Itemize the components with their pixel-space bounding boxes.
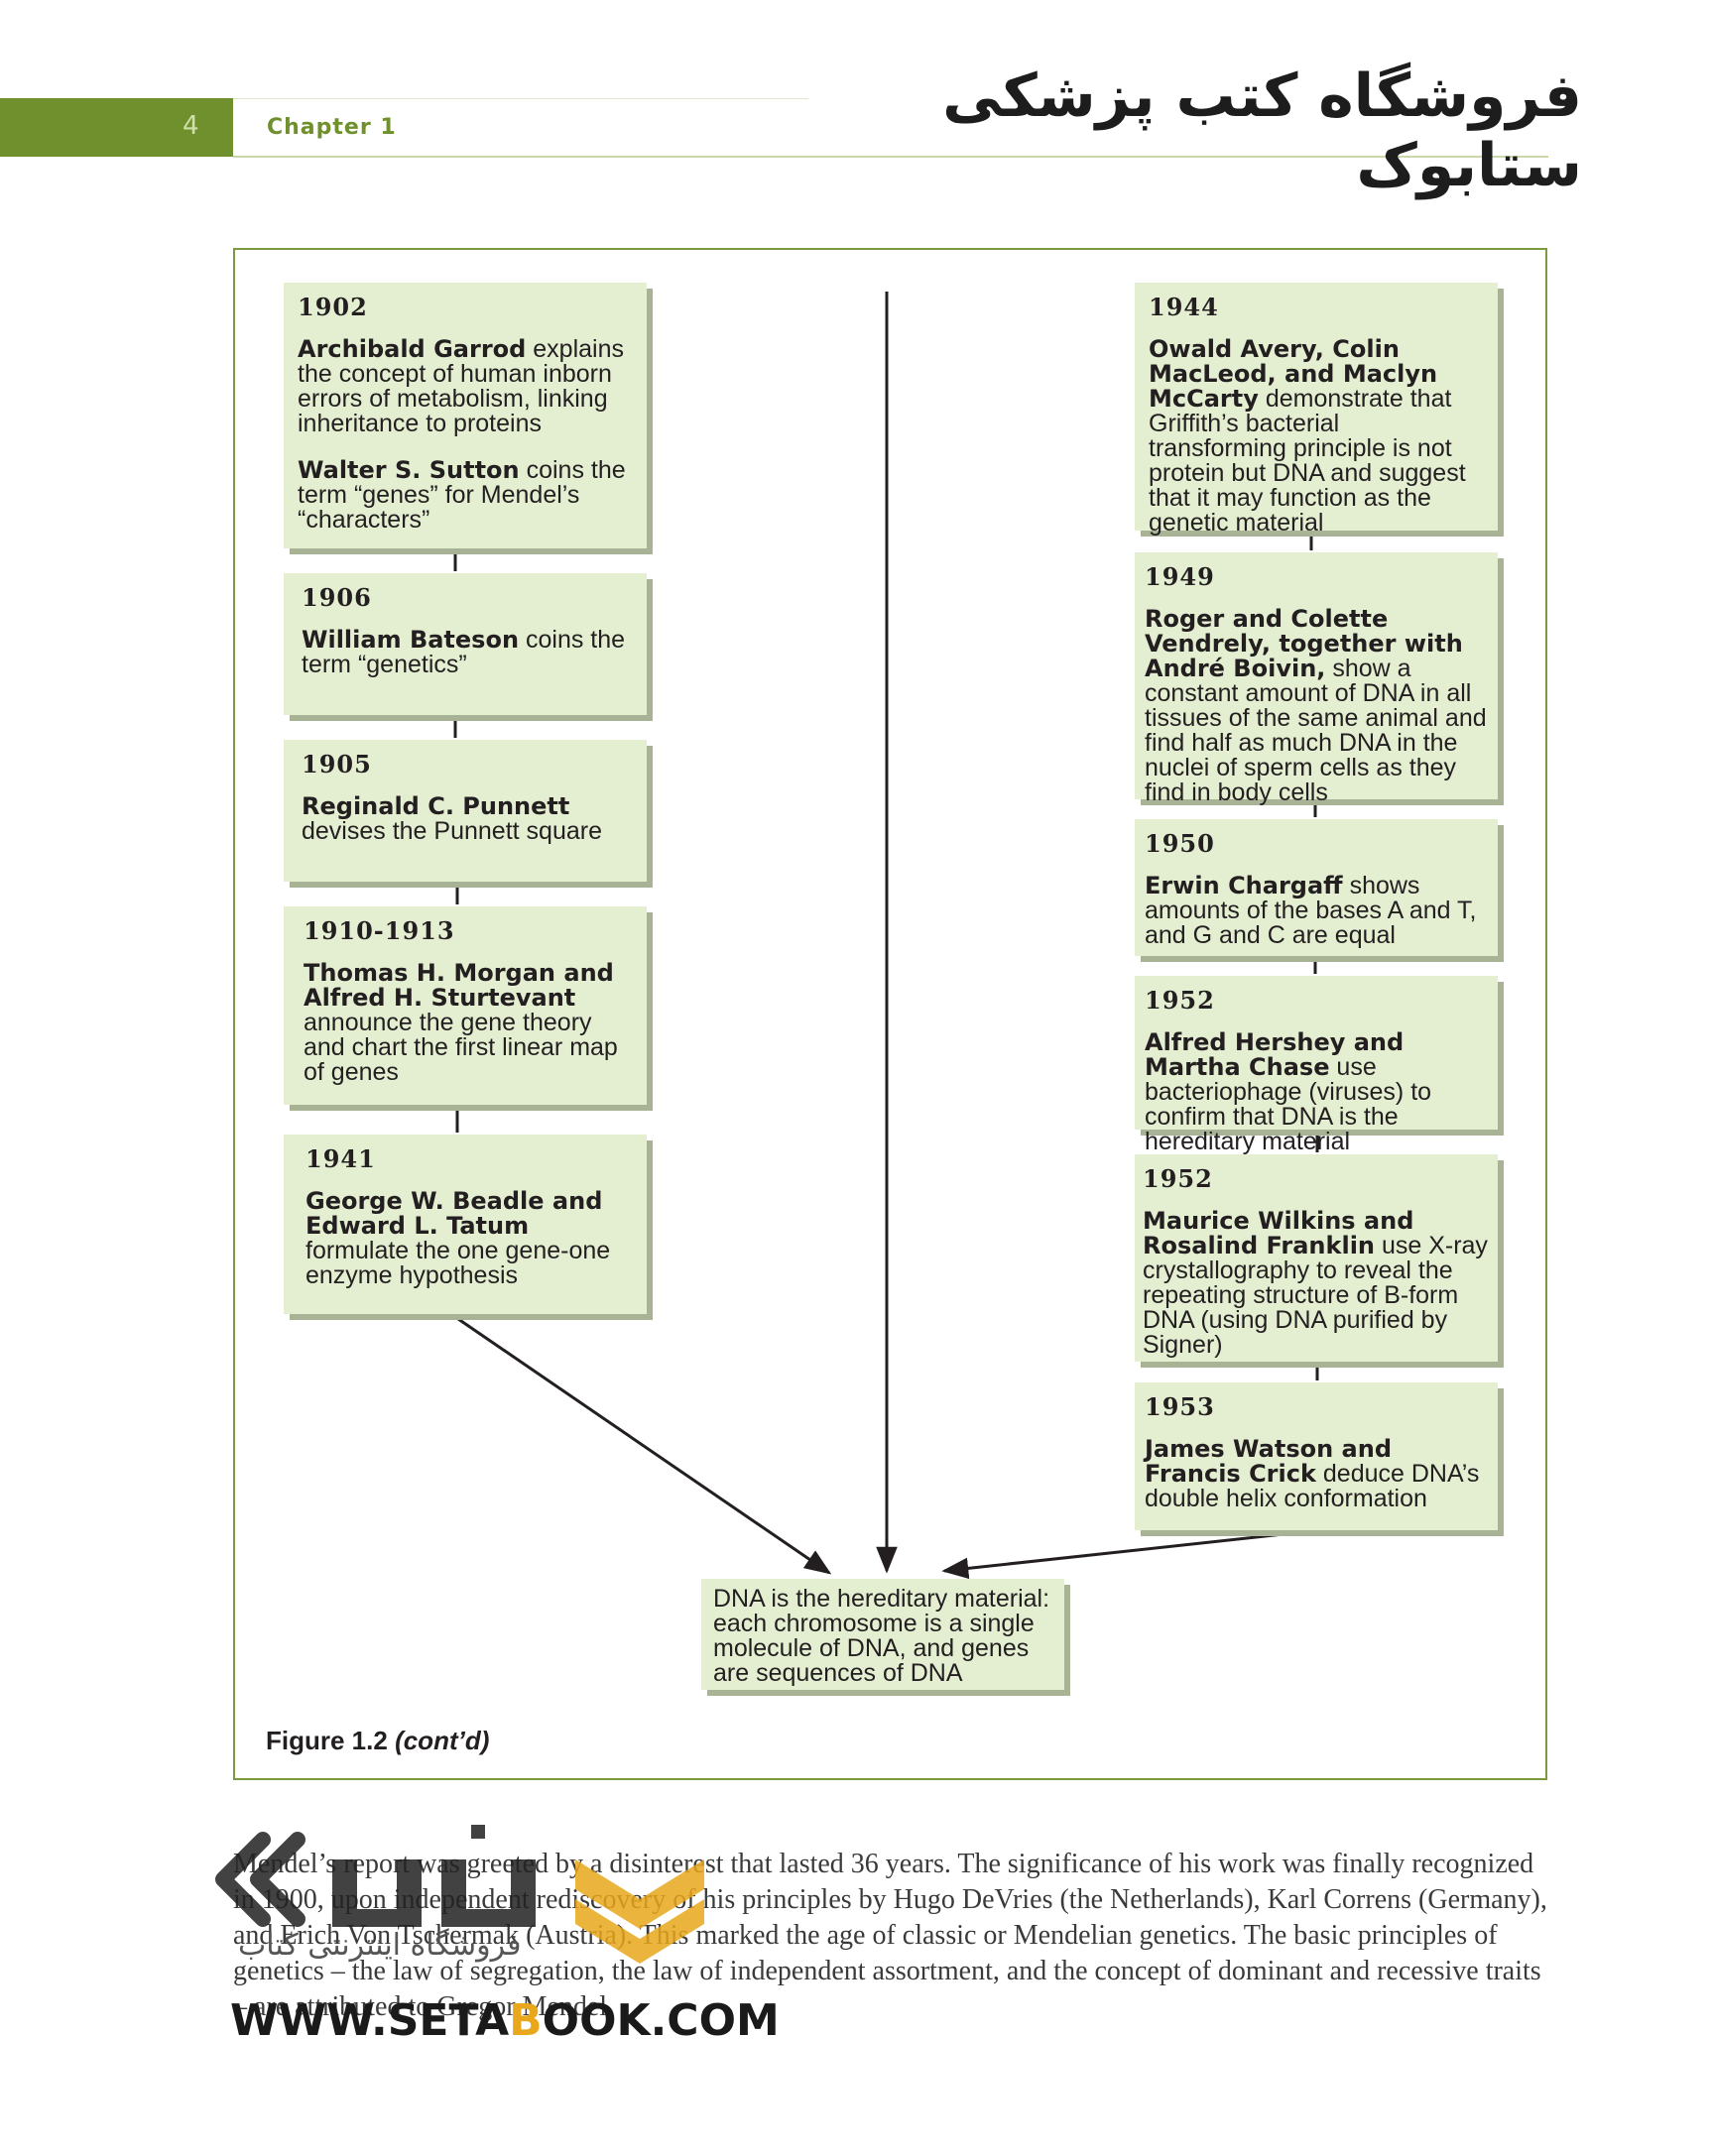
- chapter-label: Chapter 1: [267, 115, 397, 140]
- entry-text: James Watson and Francis Crick deduce DN…: [1145, 1437, 1484, 1511]
- year-label: 1910-1913: [304, 916, 455, 945]
- entry-desc: coins the term “genetics”: [302, 626, 626, 678]
- url-suffix: OOK.COM: [542, 1995, 780, 2046]
- year-label: 1906: [302, 583, 372, 612]
- entry-text: Owald Avery, Colin MacLeod, and Maclyn M…: [1149, 337, 1484, 536]
- header-rule: [233, 156, 1548, 158]
- timeline-box-1952-wilkins-franklin: 1952 Maurice Wilkins and Rosalind Frankl…: [1135, 1154, 1498, 1362]
- year-label: 1949: [1145, 562, 1215, 591]
- entry-text: Reginald C. Punnett devises the Punnett …: [302, 794, 633, 844]
- entry-names: Archibald Garrod: [298, 335, 527, 363]
- watermark-persian-text: فروشگاه اینترنتی کتاب: [238, 1928, 522, 1963]
- year-label: 1902: [298, 293, 368, 321]
- page-number: 4: [183, 111, 199, 141]
- timeline-box-1944: 1944 Owald Avery, Colin MacLeod, and Mac…: [1135, 283, 1498, 536]
- entry-text: Roger and Colette Vendrely, together wit…: [1145, 607, 1492, 805]
- conclusion-box: DNA is the hereditary material: each chr…: [701, 1579, 1064, 1690]
- entry-text: Thomas H. Morgan and Alfred H. Sturtevan…: [304, 961, 633, 1085]
- entry-names: Reginald C. Punnett: [302, 792, 570, 820]
- entry-desc: use X-ray crystallography to reveal the …: [1143, 1232, 1488, 1359]
- figure-caption: Figure 1.2 (cont’d): [266, 1726, 489, 1756]
- entry-desc: demonstrate that Griffith’s bacterial tr…: [1149, 385, 1466, 537]
- caption-suffix: (cont’d): [395, 1726, 490, 1755]
- timeline-box-1905: 1905 Reginald C. Punnett devises the Pun…: [284, 740, 647, 882]
- figure-frame: [233, 248, 1547, 1780]
- entry-text: William Bateson coins the term “genetics…: [302, 628, 633, 677]
- year-label: 1952: [1145, 986, 1215, 1015]
- timeline-box-1949: 1949 Roger and Colette Vendrely, togethe…: [1135, 552, 1498, 805]
- entry-text: George W. Beadle and Edward L. Tatum for…: [306, 1189, 633, 1288]
- entry-desc: deduce DNA’s double helix conformation: [1145, 1460, 1480, 1512]
- brand-title: فروشگاه کتب پزشکی ستابوک: [942, 61, 1582, 200]
- year-label: 1944: [1149, 293, 1219, 321]
- chapter-header-bar: [0, 98, 233, 157]
- timeline-box-1950: 1950 Erwin Chargaff shows amounts of the…: [1135, 819, 1498, 956]
- entry-desc: coins the term “genes” for Mendel’s “cha…: [298, 456, 626, 534]
- entry-text: Walter S. Sutton coins the term “genes” …: [298, 458, 633, 533]
- timeline-box-1952-hershey-chase: 1952 Alfred Hershey and Martha Chase use…: [1135, 976, 1498, 1154]
- year-label: 1952: [1143, 1164, 1213, 1193]
- entry-names: Alfred Hershey and Martha Chase: [1145, 1028, 1405, 1081]
- entry-names: Walter S. Sutton: [298, 456, 520, 484]
- entry-names: Roger and Colette Vendrely, together wit…: [1145, 605, 1463, 682]
- entry-desc: announce the gene theory and chart the f…: [304, 1009, 618, 1086]
- year-label: 1941: [306, 1144, 376, 1173]
- entry-desc: devises the Punnett square: [302, 817, 602, 845]
- entry-names: Maurice Wilkins and Rosalind Franklin: [1143, 1207, 1414, 1259]
- entry-desc: shows amounts of the bases A and T, and …: [1145, 872, 1477, 949]
- entry-names: Thomas H. Morgan and Alfred H. Sturtevan…: [304, 959, 614, 1012]
- timeline-box-1953: 1953 James Watson and Francis Crick dedu…: [1135, 1382, 1498, 1530]
- timeline-box-1941: 1941 George W. Beadle and Edward L. Tatu…: [284, 1135, 647, 1314]
- entry-text: Archibald Garrod explains the concept of…: [298, 337, 633, 436]
- timeline-box-1906: 1906 William Bateson coins the term “gen…: [284, 573, 647, 715]
- caption-label: Figure 1.2: [266, 1726, 388, 1755]
- entry-desc: explains the concept of human inborn err…: [298, 335, 624, 437]
- entry-text: Maurice Wilkins and Rosalind Franklin us…: [1143, 1209, 1492, 1358]
- year-label: 1950: [1145, 829, 1215, 858]
- year-label: 1905: [302, 750, 372, 779]
- url-highlight: B: [509, 1995, 543, 2046]
- entry-desc: formulate the one gene-one enzyme hypoth…: [306, 1237, 611, 1289]
- watermark-url: WWW.SETABOOK.COM: [230, 1995, 780, 2046]
- header-rule-top: [233, 98, 808, 99]
- entry-names: George W. Beadle and Edward L. Tatum: [306, 1187, 603, 1240]
- timeline-box-1902: 1902 Archibald Garrod explains the conce…: [284, 283, 647, 548]
- year-label: 1953: [1145, 1392, 1215, 1421]
- entry-text: Alfred Hershey and Martha Chase use bact…: [1145, 1030, 1484, 1154]
- setabook-logo-icon: [215, 1825, 704, 1964]
- url-prefix: WWW.SETA: [230, 1995, 510, 2046]
- entry-desc: use bacteriophage (viruses) to confirm t…: [1145, 1053, 1432, 1155]
- entry-text: Erwin Chargaff shows amounts of the base…: [1145, 874, 1484, 948]
- entry-names: William Bateson: [302, 626, 520, 654]
- entry-names: Erwin Chargaff: [1145, 872, 1343, 899]
- conclusion-text: DNA is the hereditary material: each chr…: [713, 1585, 1050, 1687]
- entry-names: Owald Avery, Colin MacLeod, and Maclyn M…: [1149, 335, 1438, 413]
- timeline-box-1910-1913: 1910-1913 Thomas H. Morgan and Alfred H.…: [284, 906, 647, 1105]
- entry-names: James Watson and Francis Crick: [1145, 1435, 1393, 1488]
- entry-desc: show a constant amount of DNA in all tis…: [1145, 655, 1487, 806]
